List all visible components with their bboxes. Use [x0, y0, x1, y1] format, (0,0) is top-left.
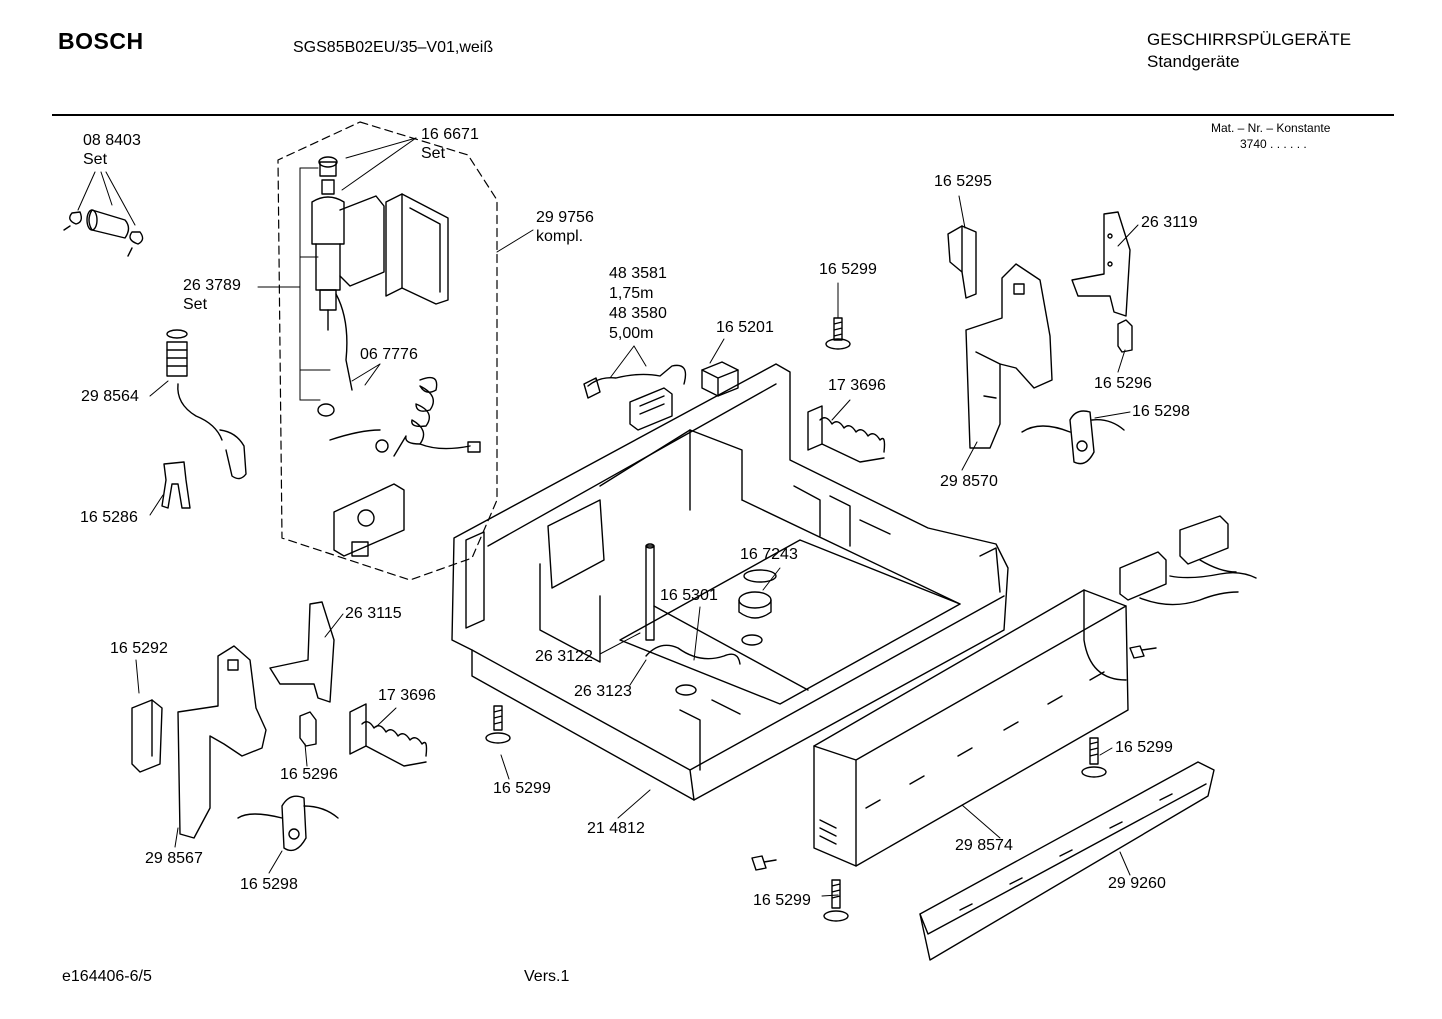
cable-part: [645, 644, 741, 696]
part-label: 16 5298: [240, 876, 298, 893]
latch-part: [1117, 319, 1133, 353]
part-label: 21 4812: [587, 820, 645, 837]
mat-nr-label: Mat. – Nr. – Konstante: [1211, 121, 1331, 135]
screw-part: [751, 645, 1157, 871]
hinge-spring-part: [349, 703, 428, 767]
header-rule: [52, 114, 1394, 116]
part-label: 16 5286: [80, 509, 138, 526]
screw-part: [1081, 737, 1107, 778]
sensor-part: [1021, 410, 1125, 465]
part-label: 06 7776: [360, 346, 418, 363]
part-label: 16 5295: [934, 173, 992, 190]
mat-nr-value: 3740 . . . . . .: [1240, 137, 1307, 151]
base-tray-part: [451, 363, 1009, 801]
part-label: 26 3115: [345, 605, 402, 622]
part-label: 16 5299: [819, 261, 877, 278]
brand-logo: BOSCH: [58, 28, 144, 54]
part-label: 16 5301: [660, 587, 718, 604]
screw-part: [823, 879, 849, 922]
part-label: 16 7243: [740, 546, 798, 563]
part-label: 16 5298: [1132, 403, 1190, 420]
part-label: 17 3696: [828, 377, 886, 394]
pipe-part: [645, 543, 655, 641]
sensor-part: [237, 795, 339, 852]
part-label: 16 5299: [753, 892, 811, 909]
version-label: Vers.1: [524, 968, 570, 985]
leader-lines: [77, 137, 1139, 897]
part-label: 29 8574: [955, 837, 1013, 854]
kickplate-trim-part: [919, 761, 1215, 961]
category-title: GESCHIRRSPÜLGERÄTE: [1147, 30, 1352, 49]
clip-part: [161, 461, 191, 509]
connector-block-part: [701, 361, 739, 397]
hinge-bracket-part: [177, 645, 267, 839]
part-label: 16 5296: [1094, 375, 1152, 392]
hose-coil-part: [329, 376, 481, 457]
part-label: 16 5299: [493, 780, 551, 797]
valve-housing-part: [385, 193, 449, 305]
category-subtitle: Standgeräte: [1147, 52, 1240, 71]
part-label: 29 8567: [145, 850, 203, 867]
part-label: 16 5201: [716, 319, 774, 336]
wiring-harness-part: [1119, 515, 1257, 606]
part-label: 26 3119: [1141, 214, 1198, 231]
drawing-id: e164406-6/5: [62, 968, 152, 985]
assembly-boundary: [277, 121, 498, 581]
model-number: SGS85B02EU/35–V01,weiß: [293, 39, 494, 56]
hinge-spring-part: [807, 405, 886, 463]
part-label: 17 3696: [378, 687, 436, 704]
hinge-bracket-part: [947, 225, 977, 299]
screw-part: [825, 317, 851, 350]
hinge-bracket-part: [965, 263, 1053, 449]
latch-part: [299, 711, 317, 747]
part-label: 29 8570: [940, 473, 998, 490]
filter-seal-part: [738, 569, 777, 646]
part-label: 16 5292: [110, 640, 168, 657]
part-label: 26 3122: [535, 648, 593, 665]
cable-connector-part: [583, 364, 687, 431]
hinge-bracket-part: [269, 601, 335, 703]
hinge-cap-part: [131, 699, 163, 773]
part-label: 29 8564: [81, 388, 139, 405]
drain-hose-part: [166, 329, 247, 480]
part-label: 26 3123: [574, 683, 632, 700]
kickplate-panel-part: [813, 589, 1129, 867]
part-label: 16 5299: [1115, 739, 1173, 756]
hinge-bracket-part: [1071, 211, 1131, 317]
valve-assembly-part: [311, 156, 385, 417]
screw-part: [485, 705, 511, 744]
part-label: 16 5296: [280, 766, 338, 783]
hose-set-part: [63, 209, 144, 257]
flowmeter-part: [333, 483, 405, 557]
part-label: 29 9260: [1108, 875, 1166, 892]
